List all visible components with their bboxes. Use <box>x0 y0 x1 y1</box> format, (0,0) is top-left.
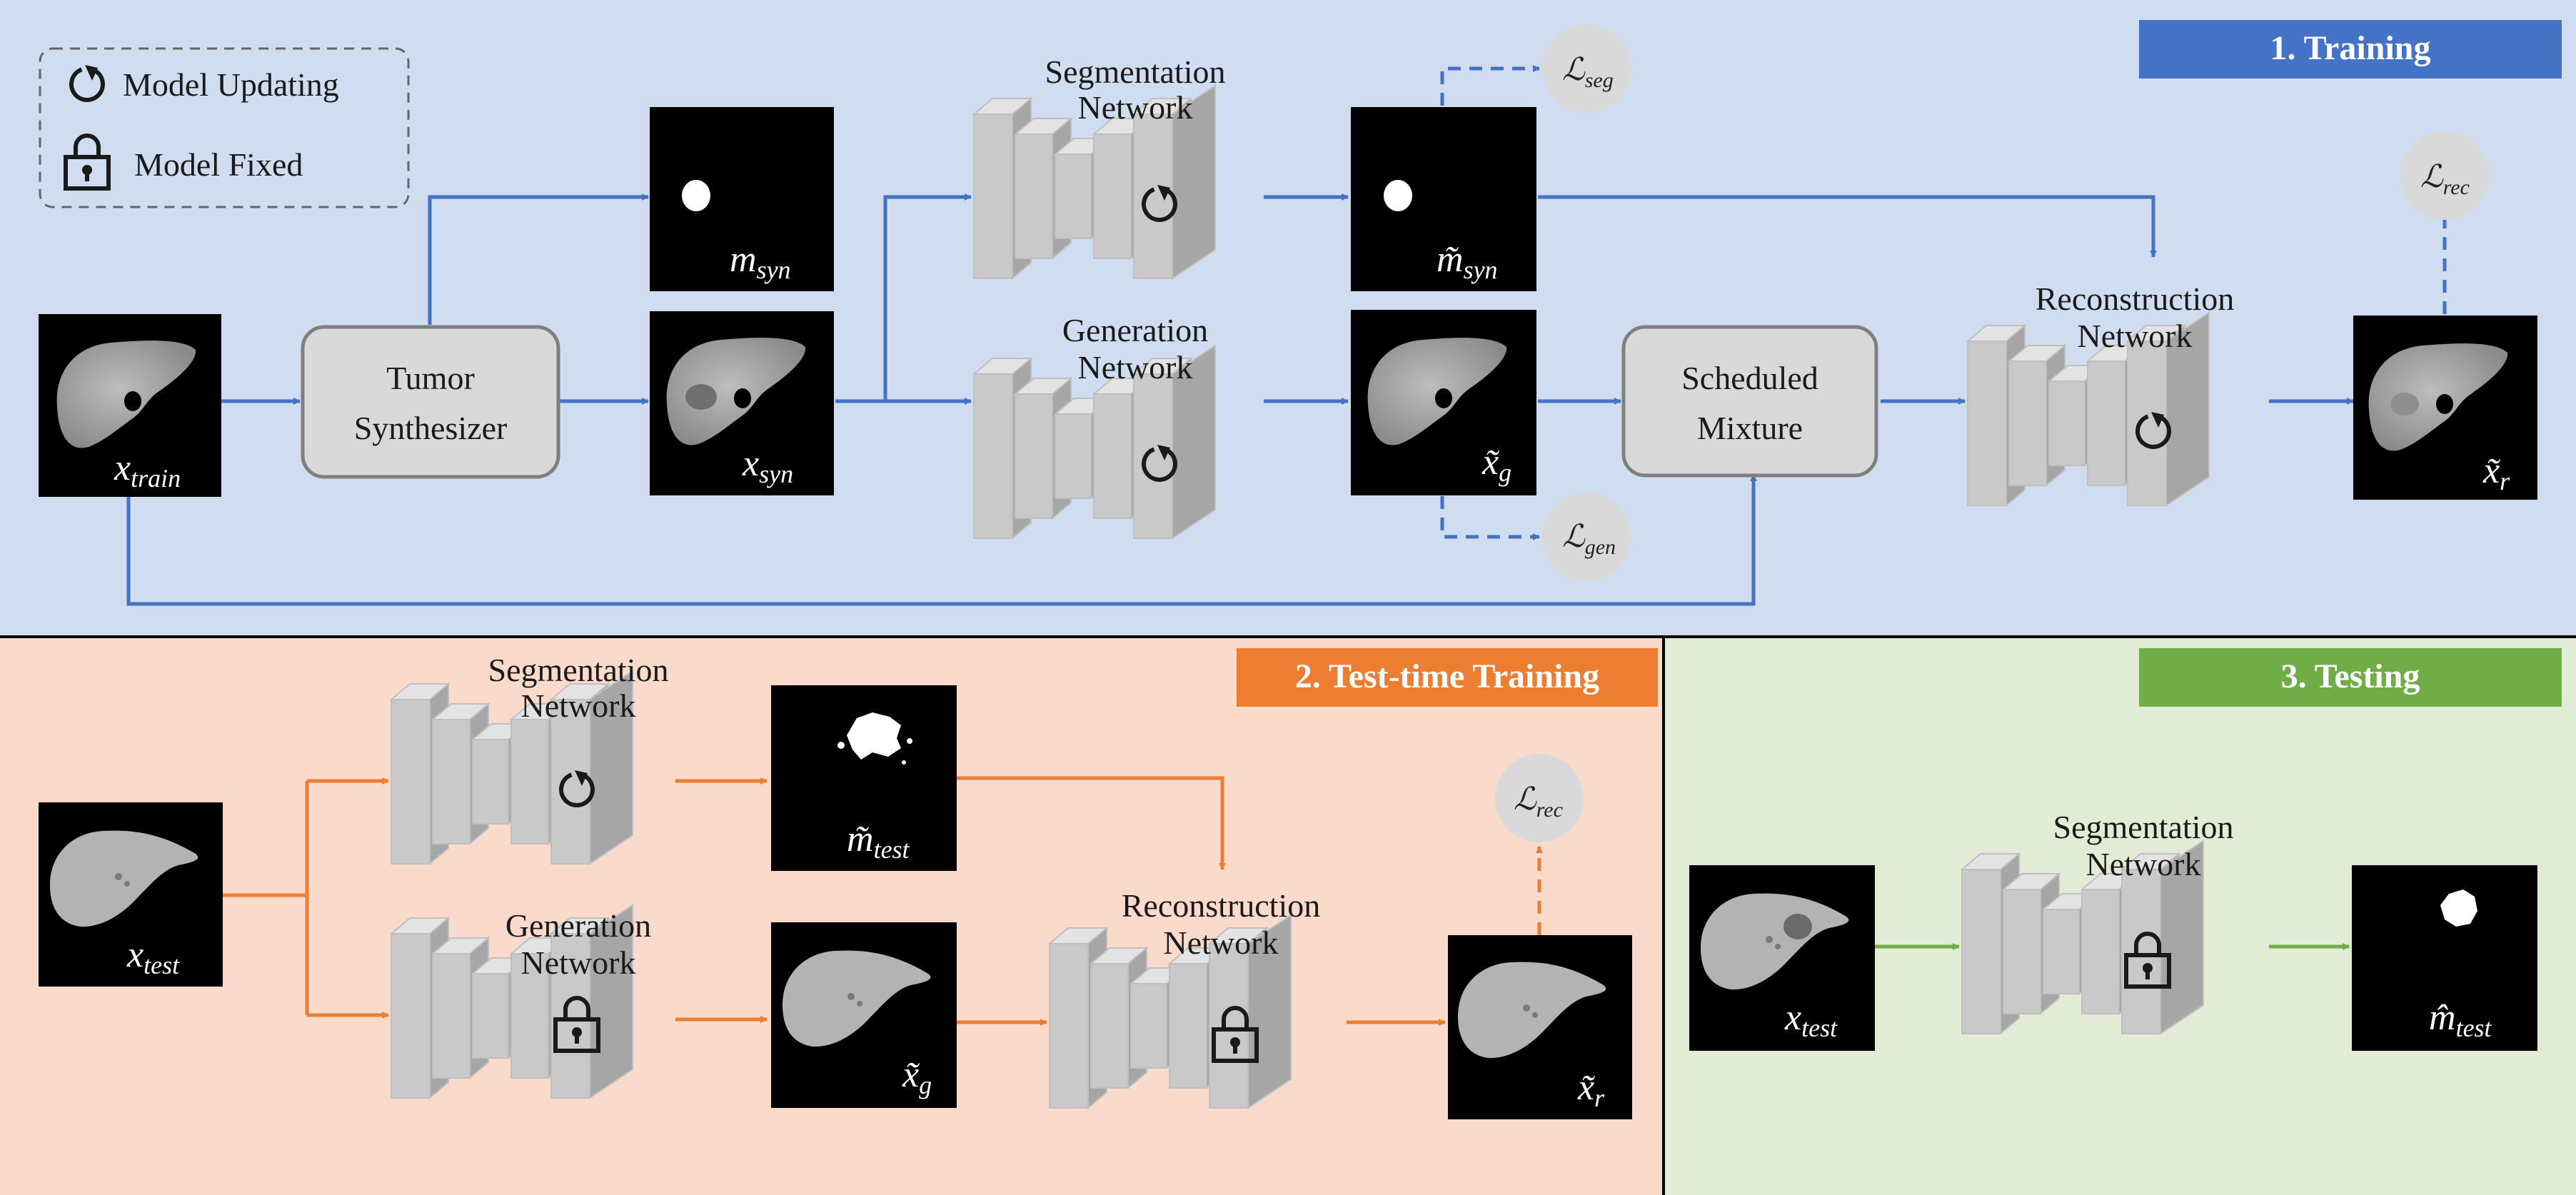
refresh-icon <box>2135 411 2171 449</box>
network-output-face <box>589 670 633 865</box>
liver-slice <box>666 338 806 445</box>
svg-text:msyn: msyn <box>730 239 791 284</box>
lock-icon <box>1212 1006 1259 1063</box>
testing-x-test-image: xtest <box>1689 865 1875 1051</box>
tt-gen-network-label-2: Network <box>521 944 636 981</box>
refresh-icon <box>1142 444 1177 482</box>
legend-updating-label: Model Updating <box>123 66 339 103</box>
tt-rec-network-label-1: Reconstruction <box>1122 887 1321 924</box>
tt-segmentation-network <box>389 670 633 866</box>
training-rec-network-label-1: Reconstruction <box>2036 281 2235 317</box>
legend-fixed-label: Model Fixed <box>134 146 303 183</box>
testing-seg-network-label-2: Network <box>2086 846 2201 882</box>
svg-text:ℒseg: ℒseg <box>1562 52 1614 92</box>
lock-icon <box>553 996 600 1053</box>
tumor-synthesizer-label-1: Tumor <box>386 360 475 396</box>
scheduled-mixture-label-1: Scheduled <box>1681 360 1818 396</box>
x-g-image: x̃g <box>1351 310 1536 495</box>
training-seg-network-label-1: Segmentation <box>1045 54 1226 90</box>
svg-text:x̃g: x̃g <box>1481 442 1511 487</box>
liver-slice <box>50 830 198 927</box>
tt-connectors <box>223 776 1543 1026</box>
tt-x-r-image: x̃r <box>1448 935 1632 1119</box>
svg-text:x̃g: x̃g <box>902 1054 932 1099</box>
network-output-face <box>2165 311 2210 507</box>
training-gen-network-label-1: Generation <box>1062 312 1208 348</box>
svg-text:ℒrec: ℒrec <box>1514 782 1563 822</box>
tt-m-test-image: m̃test <box>771 685 957 871</box>
svg-text:m̃syn: m̃syn <box>1437 239 1498 284</box>
liver-slice <box>2368 343 2508 451</box>
m-syn-pred-image: m̃syn <box>1351 107 1536 291</box>
tt-generation-network <box>389 904 633 1100</box>
testing-segmentation-network <box>1960 839 2204 1036</box>
liver-slice <box>1458 962 1606 1059</box>
lock-icon-glyph <box>64 133 111 191</box>
tt-training-badge: 2. Test-time Training <box>1237 648 1658 707</box>
network-layer-block <box>2001 872 2061 1016</box>
testing-m-test-image: m̂test <box>2352 865 2537 1051</box>
refresh-icon <box>69 64 105 102</box>
svg-text:m̂test: m̂test <box>2429 997 2492 1042</box>
lock-icon <box>2124 932 2171 989</box>
tt-gen-network-label-1: Generation <box>505 907 651 944</box>
testing-seg-network-label-1: Segmentation <box>2053 809 2234 845</box>
training-badge: 1. Training <box>2139 20 2562 79</box>
tumor-synthesizer-module: Tumor Synthesizer <box>301 325 560 479</box>
network-output-face <box>1172 84 1216 280</box>
svg-text:xtrain: xtrain <box>114 448 181 493</box>
svg-text:x̃r: x̃r <box>2482 450 2510 495</box>
lock-icon <box>64 133 111 191</box>
x-train-image: xtrain <box>39 314 221 497</box>
x-r-image: x̃r <box>2353 316 2537 500</box>
scheduled-mixture-label-2: Mixture <box>1697 410 1803 446</box>
training-gen-network-label-2: Network <box>1078 349 1193 385</box>
tumor-synthesizer-label-2: Synthesizer <box>354 410 508 446</box>
tt-seg-network-label-2: Network <box>521 687 636 724</box>
svg-text:xsyn: xsyn <box>742 443 793 488</box>
svg-text:ℒgen: ℒgen <box>1562 519 1616 559</box>
tt-training-badge-label: 2. Test-time Training <box>1295 657 1599 695</box>
liver-slice <box>56 341 196 448</box>
tt-reconstruction-network <box>1047 914 1292 1110</box>
training-reconstruction-network <box>1966 311 2210 508</box>
loss-rec-node-training: ℒrec <box>2400 131 2489 220</box>
training-rec-network-label-2: Network <box>2078 318 2193 354</box>
testing-badge: 3. Testing <box>2139 648 2562 707</box>
tt-rec-network-label-2: Network <box>1164 924 1279 961</box>
x-syn-image: xsyn <box>650 311 834 495</box>
liver-slice <box>783 950 931 1047</box>
svg-text:xtest: xtest <box>1784 997 1838 1042</box>
network-output-face <box>1172 344 1216 540</box>
training-segmentation-network <box>972 84 1216 281</box>
tt-x-test-image: xtest <box>39 802 223 987</box>
testing-badge-label: 3. Testing <box>2281 657 2420 695</box>
refresh-icon-glyph <box>69 64 105 102</box>
refresh-icon <box>559 770 595 807</box>
m-syn-image: msyn <box>650 107 834 291</box>
refresh-icon <box>1142 184 1177 222</box>
svg-text:xtest: xtest <box>126 934 180 979</box>
legend: Model Updating Model Fixed <box>39 47 410 208</box>
training-connectors <box>126 65 2448 606</box>
liver-slice <box>1701 893 1849 990</box>
scheduled-mixture-module: Scheduled Mixture <box>1621 325 1878 478</box>
svg-text:x̃r: x̃r <box>1577 1067 1605 1112</box>
training-generation-network <box>972 344 1216 540</box>
tt-loss-rec-node: ℒrec <box>1495 754 1584 842</box>
svg-text:ℒrec: ℒrec <box>2420 159 2470 199</box>
liver-slice <box>1367 338 1507 445</box>
training-badge-label: 1. Training <box>2270 29 2431 67</box>
training-seg-network-label-2: Network <box>1078 89 1193 126</box>
loss-gen-node: ℒgen <box>1542 493 1631 581</box>
tt-x-g-image: x̃g <box>771 922 957 1108</box>
tt-seg-network-label-1: Segmentation <box>488 652 669 688</box>
loss-seg-node: ℒseg <box>1542 24 1631 113</box>
svg-text:m̃test: m̃test <box>847 819 910 864</box>
